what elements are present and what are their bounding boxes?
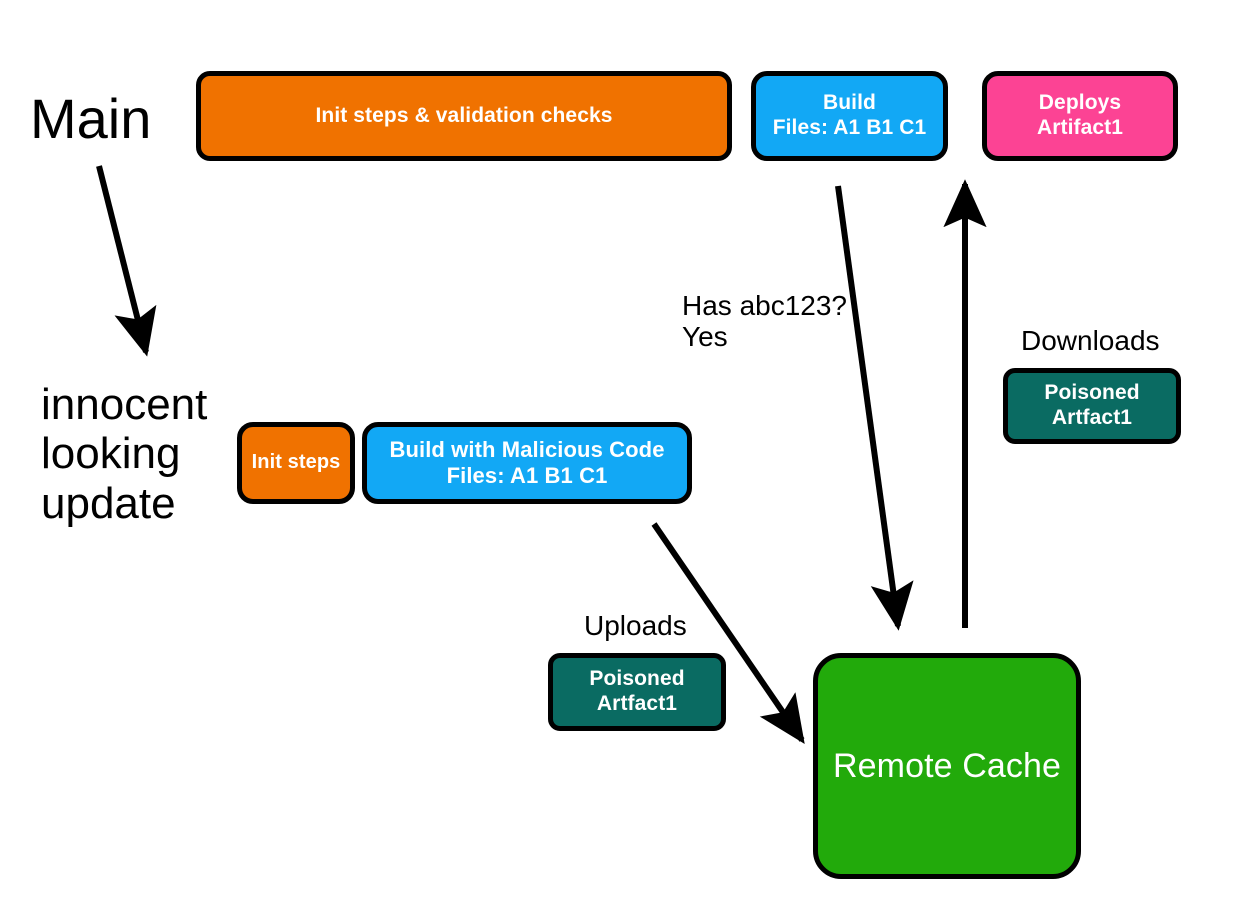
arrow-main-to-feature bbox=[96, 165, 157, 357]
node-deploys-artifact1[interactable]: Deploys Artifact1 bbox=[982, 71, 1178, 161]
node-init-steps[interactable]: Init steps bbox=[237, 422, 355, 504]
arrow-build-to-cache bbox=[835, 185, 914, 631]
edge-label-uploads: Uploads bbox=[584, 610, 687, 641]
edge-label-downloads: Downloads bbox=[1021, 325, 1160, 356]
node-init-steps-validation-checks[interactable]: Init steps & validation checks bbox=[196, 71, 732, 161]
branch-label-feature: innocent looking update bbox=[41, 380, 208, 528]
node-build-main[interactable]: Build Files: A1 B1 C1 bbox=[751, 71, 948, 161]
edge-label-cache-lookup: Has abc123? Yes bbox=[682, 290, 848, 353]
node-poisoned-artifact-downloaded[interactable]: Poisoned Artfact1 bbox=[1003, 368, 1181, 444]
node-poisoned-artifact-uploaded[interactable]: Poisoned Artfact1 bbox=[548, 653, 726, 731]
branch-label-main: Main bbox=[30, 87, 152, 150]
node-build-with-malicious-code[interactable]: Build with Malicious Code Files: A1 B1 C… bbox=[362, 422, 692, 504]
node-remote-cache[interactable]: Remote Cache bbox=[813, 653, 1081, 879]
